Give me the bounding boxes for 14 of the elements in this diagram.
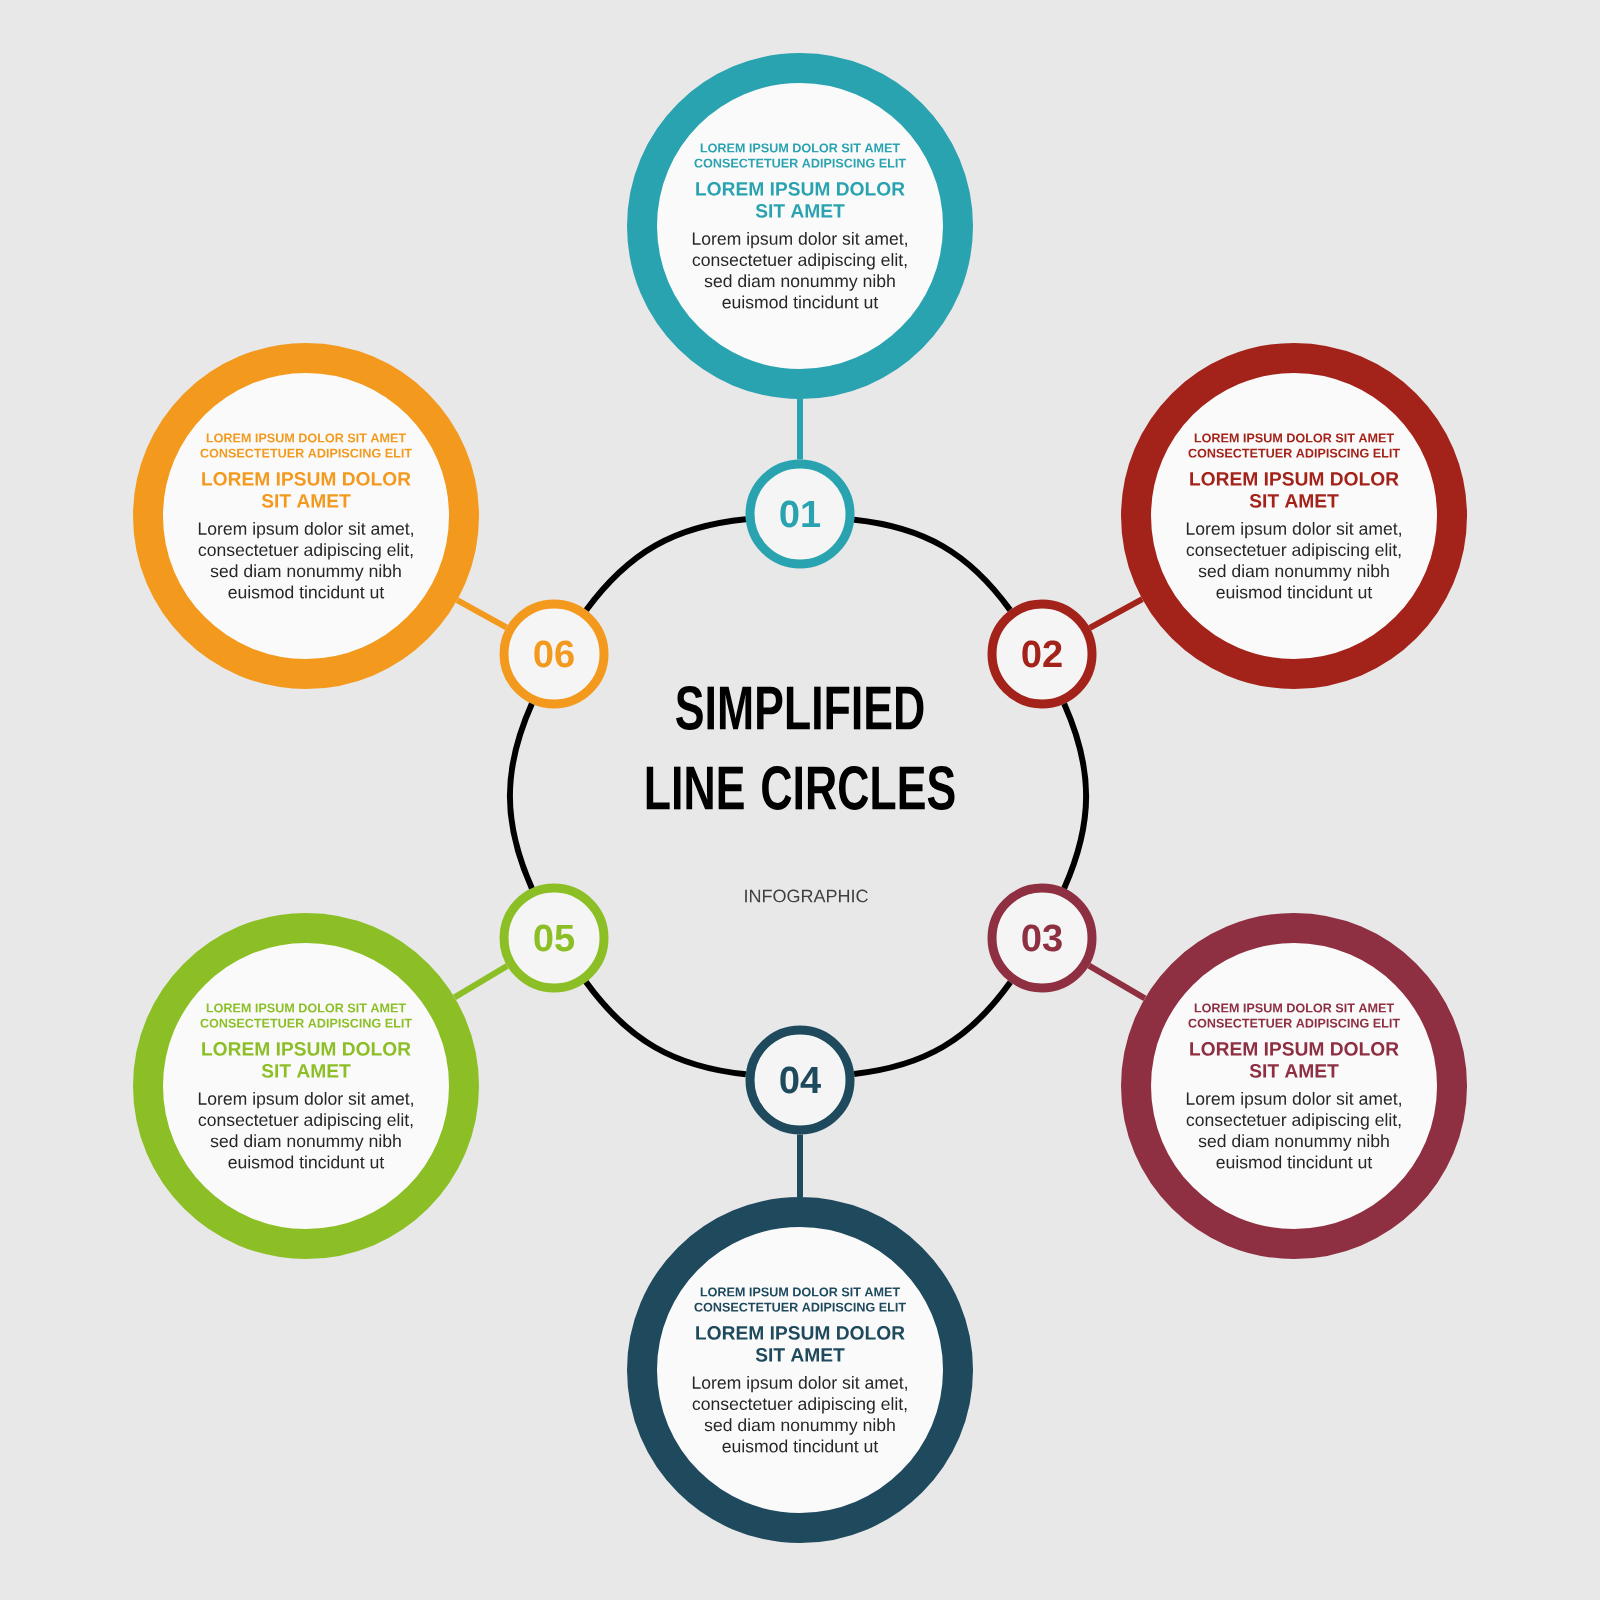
connector-line	[455, 597, 508, 631]
ring-arc	[506, 702, 535, 890]
ring-arc	[853, 980, 1013, 1077]
subtitle: INFOGRAPHIC	[745, 889, 868, 903]
connector-line	[453, 963, 509, 1000]
connector-line	[1087, 963, 1147, 1001]
ring-arc	[1061, 702, 1090, 890]
connector-line	[797, 1134, 803, 1197]
connector-line	[1088, 596, 1144, 631]
connector-line	[797, 399, 803, 460]
ring-arc	[583, 516, 747, 612]
ring-arc	[583, 980, 747, 1078]
ring-arc	[853, 516, 1013, 612]
title: SIMPLIFIED LINE CIRCLES	[646, 686, 955, 810]
